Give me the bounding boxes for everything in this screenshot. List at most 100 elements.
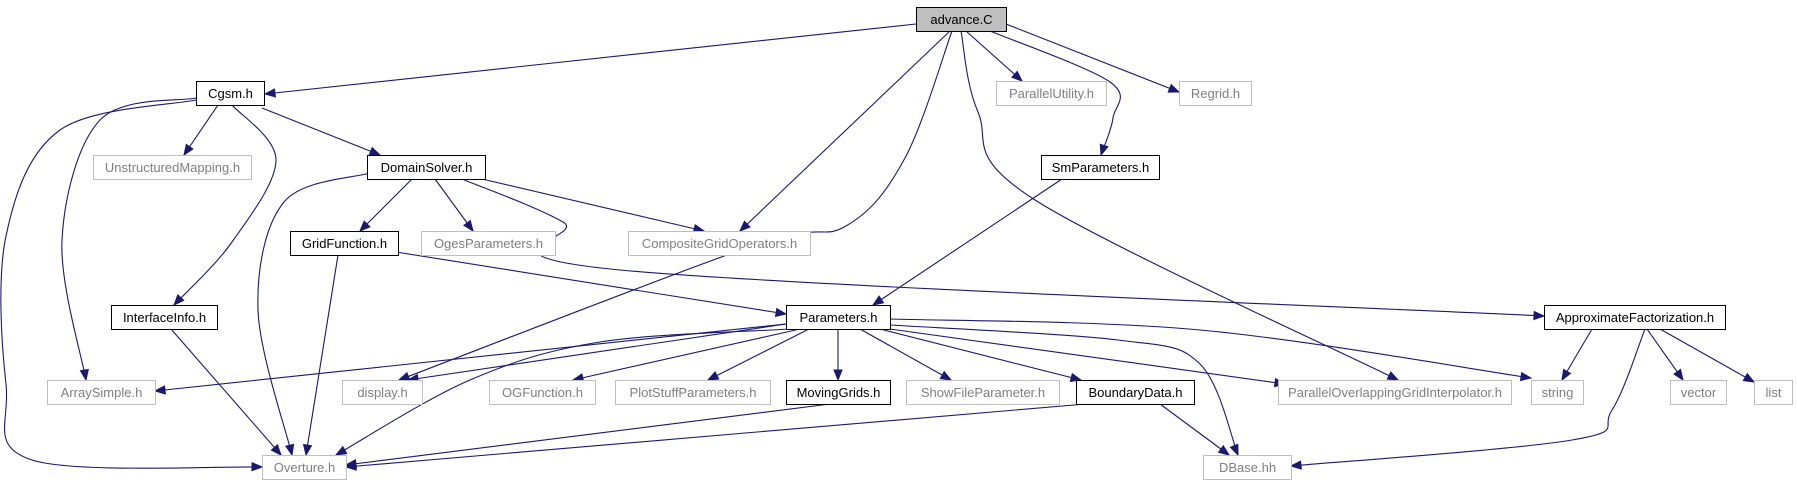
node-box: [421, 231, 556, 256]
edge-line: [965, 30, 1023, 82]
node-label: BoundaryData.h: [1089, 385, 1183, 400]
node-domainsolver[interactable]: DomainSolver.h: [367, 155, 486, 180]
node-movinggrids[interactable]: MovingGrids.h: [786, 380, 891, 405]
edge-domainsolver-to-ogesparameters: [434, 178, 474, 233]
node-box: [628, 231, 811, 256]
arrowhead: [706, 371, 720, 381]
edge-advance-to-cgsm: [263, 23, 917, 98]
node-label: Overture.h: [274, 460, 335, 475]
arrowhead: [739, 220, 751, 232]
node-label: display.h: [357, 385, 407, 400]
node-parallelutility: ParallelUtility.h: [996, 81, 1107, 106]
node-parameters[interactable]: Parameters.h: [786, 305, 891, 330]
edge-line: [154, 323, 787, 392]
node-box[interactable]: [786, 380, 891, 405]
edge-line: [261, 107, 381, 156]
edge-line: [989, 30, 1121, 156]
arrowhead: [1229, 443, 1239, 457]
edge-line: [395, 251, 787, 315]
node-box: [489, 380, 596, 405]
edge-cgsm-to-arraysimple: [61, 97, 197, 382]
edge-line: [170, 328, 282, 456]
node-approxfact[interactable]: ApproximateFactorization.h: [1544, 305, 1726, 330]
edge-cgsm-to-interfaceinfo: [173, 104, 277, 306]
node-ogfunction: OGFunction.h: [489, 380, 596, 405]
node-label: DBase.hh: [1219, 460, 1276, 475]
node-label: GridFunction.h: [302, 236, 387, 251]
edge-line: [1659, 328, 1755, 383]
node-box[interactable]: [1076, 380, 1195, 405]
edge-boundarydata-to-overture: [344, 403, 1087, 471]
node-label: ApproximateFactorization.h: [1556, 310, 1714, 325]
node-label: Regrid.h: [1191, 86, 1240, 101]
edge-boundarydata-to-dbase: [1159, 403, 1231, 456]
arrowhead: [1289, 460, 1302, 470]
edge-line: [0, 99, 263, 469]
node-boundarydata[interactable]: BoundaryData.h: [1076, 380, 1195, 405]
node-label: UnstructuredMapping.h: [105, 160, 240, 175]
node-label: Cgsm.h: [208, 86, 253, 101]
node-box[interactable]: [367, 155, 486, 180]
edge-line: [572, 328, 801, 381]
arrowhead: [1519, 371, 1533, 382]
edge-line: [173, 104, 277, 306]
arrowhead: [833, 369, 843, 382]
node-label: SmParameters.h: [1052, 160, 1150, 175]
edge-approxfact-to-string: [1561, 328, 1593, 382]
node-vector: vector: [1670, 380, 1727, 405]
node-label: ParallelUtility.h: [1009, 86, 1094, 101]
node-arraysimple: ArraySimple.h: [47, 380, 156, 405]
edge-domainsolver-to-gridfunction: [359, 178, 413, 232]
node-label: ParallelOverlappingGridInterpolator.h: [1288, 385, 1502, 400]
edge-line: [264, 23, 917, 95]
edge-line: [345, 403, 831, 466]
edge-advance-to-regrid: [1005, 23, 1181, 93]
edge-parameters-to-dbase: [889, 324, 1239, 457]
edge-approxfact-to-dbase: [1289, 328, 1646, 470]
edge-line: [61, 97, 197, 381]
arrowhead: [270, 443, 282, 457]
node-label: advance.C: [930, 12, 992, 27]
arrowhead: [1099, 143, 1109, 157]
node-label: MovingGrids.h: [797, 385, 881, 400]
edge-parameters-to-boundarydata: [879, 328, 1083, 382]
node-box: [342, 380, 423, 405]
node-box: [262, 455, 347, 480]
edge-line: [345, 403, 1087, 468]
edge-advance-to-smparameters: [989, 30, 1121, 157]
edge-parameters-to-ogfunction: [571, 328, 801, 383]
arrowhead: [79, 368, 89, 382]
arrowhead: [284, 443, 295, 457]
arrowhead: [251, 461, 264, 472]
node-box[interactable]: [196, 81, 265, 106]
edge-parameters-to-movinggrids: [833, 329, 843, 382]
node-box[interactable]: [1041, 155, 1160, 180]
arrowhead: [871, 295, 885, 306]
edge-interfaceinfo-to-overture: [170, 328, 282, 457]
edge-line: [879, 328, 1082, 381]
node-gridfunction[interactable]: GridFunction.h: [290, 231, 399, 256]
node-interfaceinfo[interactable]: InterfaceInfo.h: [111, 305, 218, 330]
node-box[interactable]: [290, 231, 399, 256]
arrowhead: [1167, 83, 1181, 93]
node-smparameters[interactable]: SmParameters.h: [1041, 155, 1160, 180]
arrowhead: [1217, 444, 1231, 456]
arrowhead: [153, 385, 166, 395]
edge-parameters-to-overture: [334, 328, 791, 456]
node-poginterp: ParallelOverlappingGridInterpolator.h: [1278, 380, 1512, 405]
node-box[interactable]: [786, 305, 891, 330]
node-label: OGFunction.h: [502, 385, 583, 400]
edge-cgsm-to-domainsolver: [261, 107, 382, 156]
edge-line: [889, 318, 1532, 379]
node-box: [1754, 380, 1793, 405]
node-cgsm[interactable]: Cgsm.h: [196, 81, 265, 106]
node-label: ShowFileParameter.h: [921, 385, 1045, 400]
node-box[interactable]: [1544, 305, 1726, 330]
edge-parameters-to-string: [889, 318, 1533, 382]
arrowhead: [1533, 310, 1546, 321]
node-box: [1670, 380, 1727, 405]
node-box[interactable]: [111, 305, 218, 330]
node-list: list: [1754, 380, 1793, 405]
arrowhead: [1386, 371, 1400, 381]
arrowhead: [1673, 368, 1684, 382]
